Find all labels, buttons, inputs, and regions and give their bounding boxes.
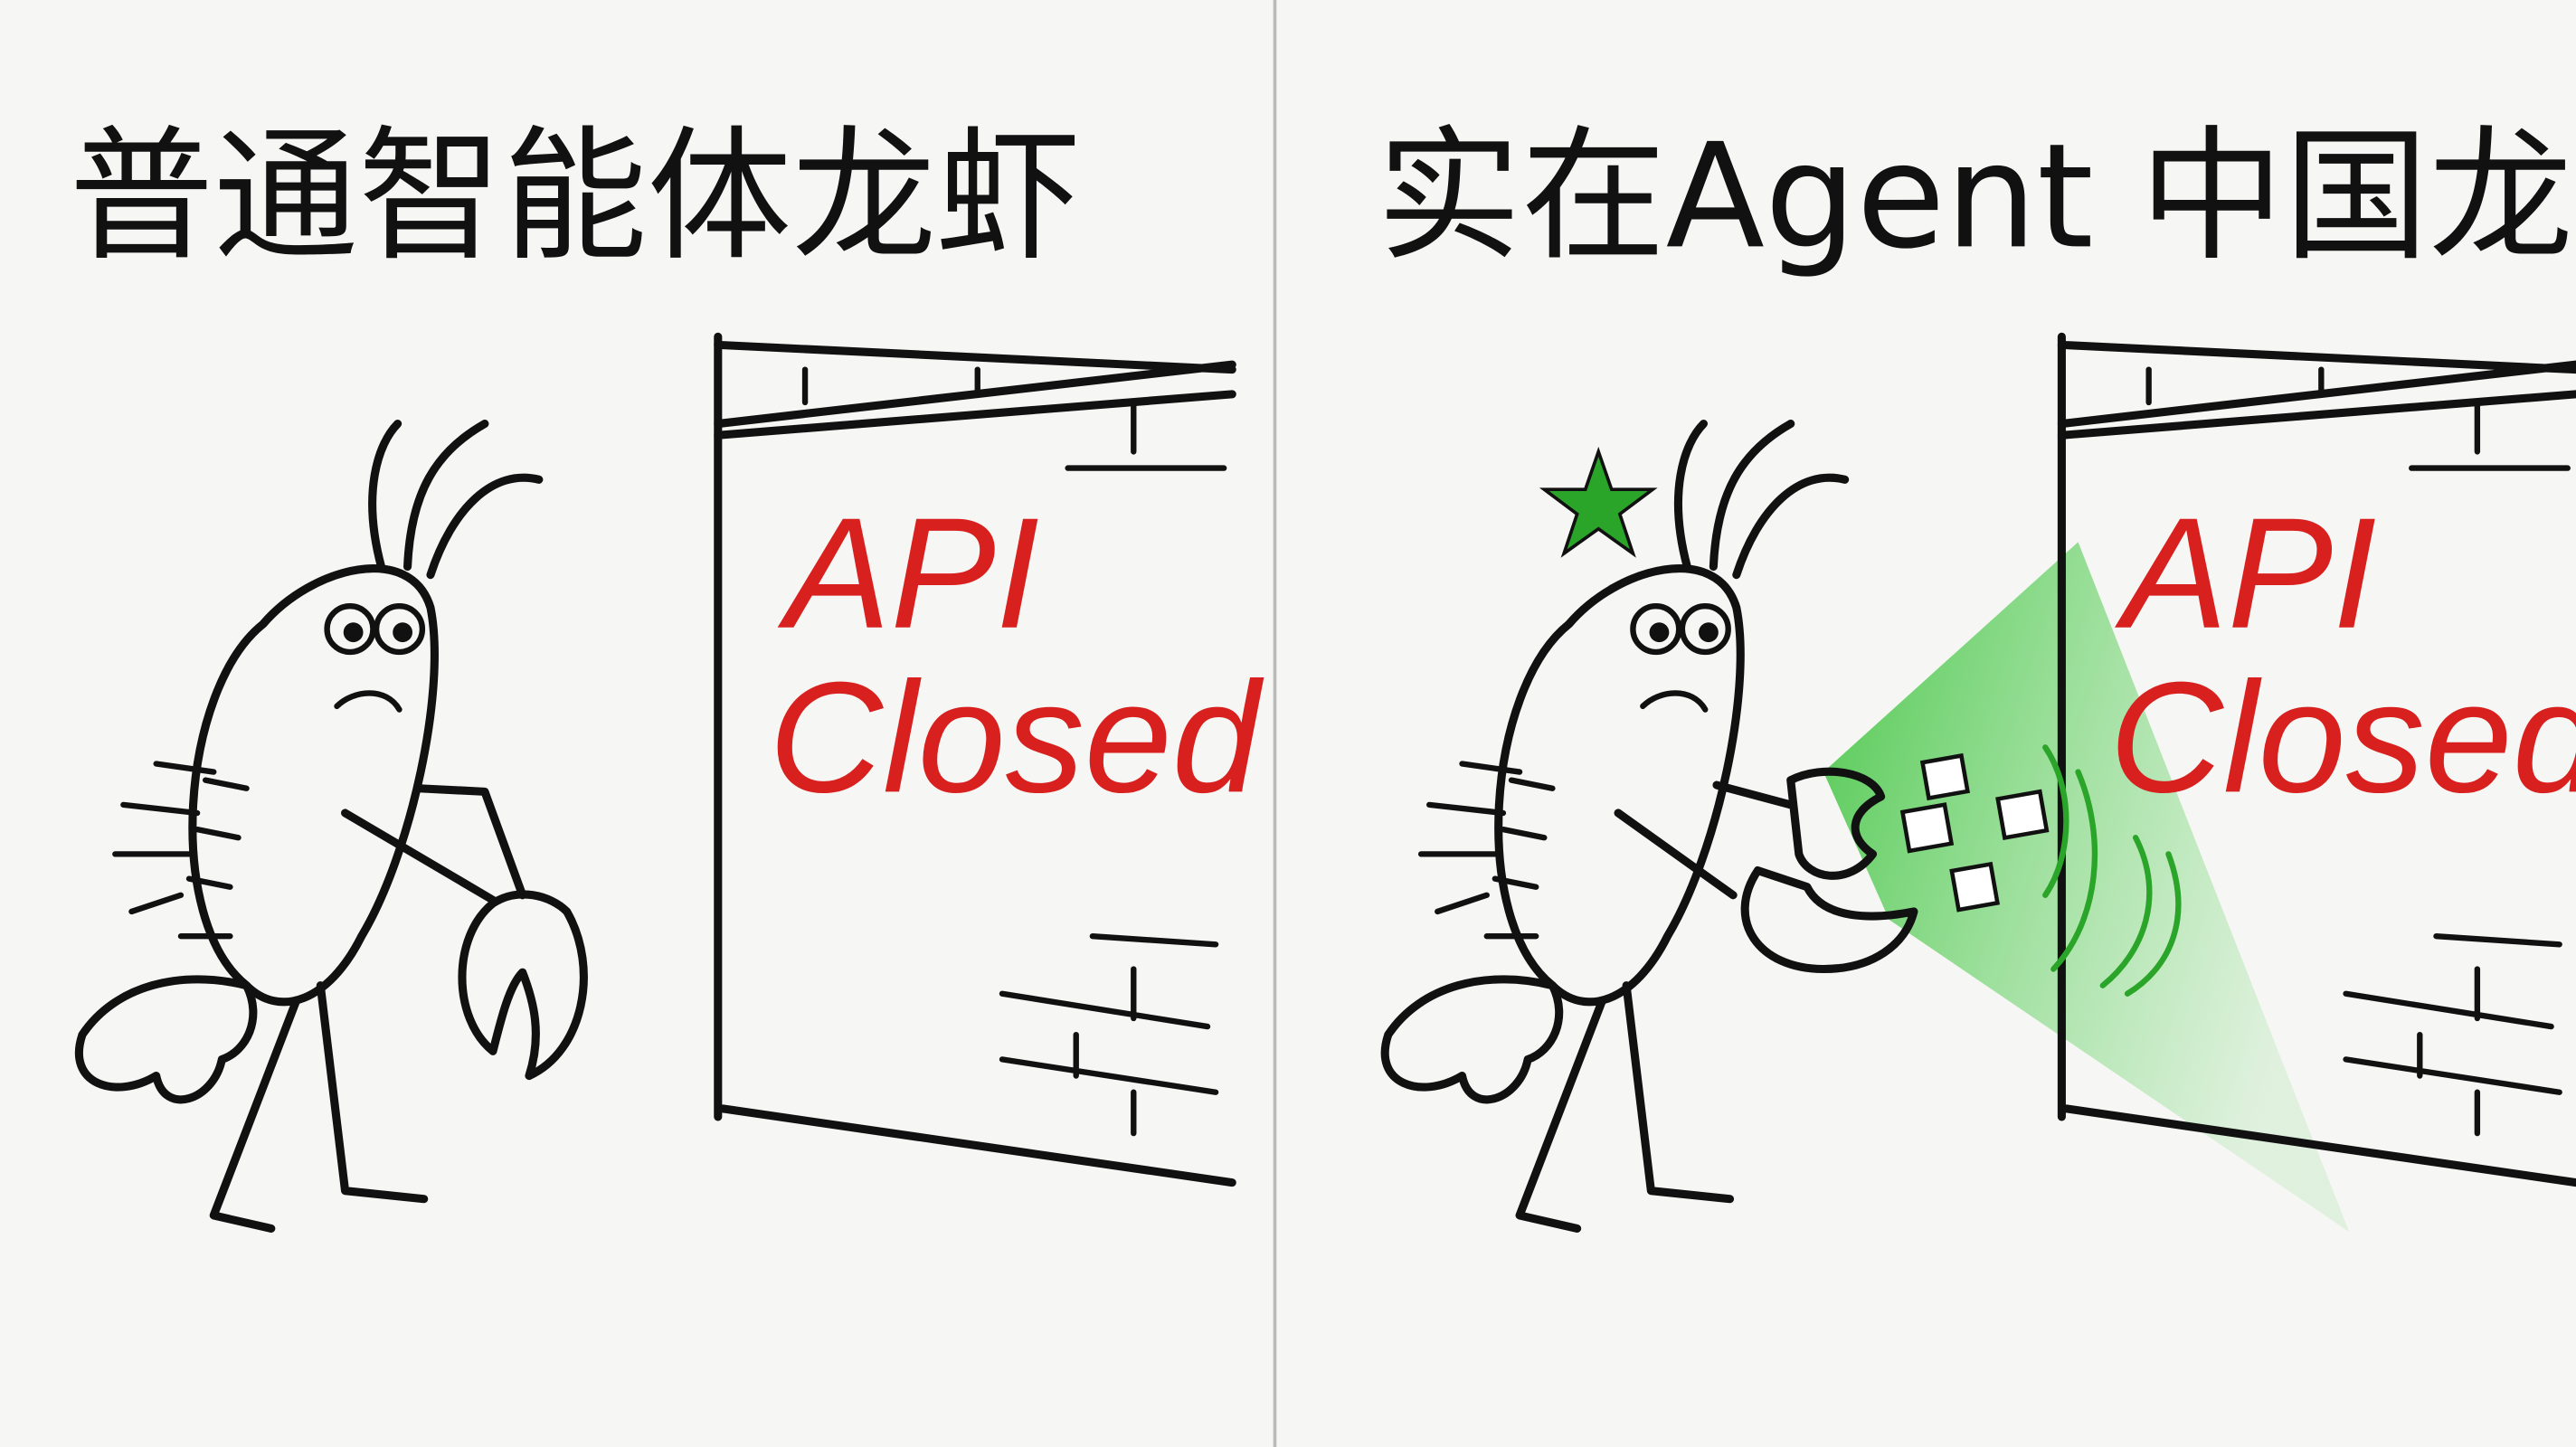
signal-waves <box>2042 744 2182 997</box>
shrimp-character <box>79 424 538 1229</box>
sign-api-text: API <box>777 485 1039 661</box>
shrimp-character <box>1385 424 1844 1229</box>
claw-arm <box>341 784 588 1081</box>
star-icon <box>1539 446 1658 558</box>
claw-arm <box>1614 767 1918 974</box>
sign-closed-text: Closed <box>769 648 1264 825</box>
panel-title: 普通智能体龙虾 <box>69 112 1081 280</box>
sign-closed-text: Closed <box>2109 648 2576 825</box>
sign-api-text: API <box>2115 485 2377 661</box>
panel-left: 普通智能体龙虾 API Closed <box>69 112 1264 1228</box>
data-cubes-icon <box>1899 752 2050 913</box>
green-beam <box>1823 542 2350 1233</box>
panel-right: 实在Agent 中国龙虾 API Closed <box>1377 112 2576 1232</box>
panel-title: 实在Agent 中国龙虾 <box>1377 112 2576 280</box>
